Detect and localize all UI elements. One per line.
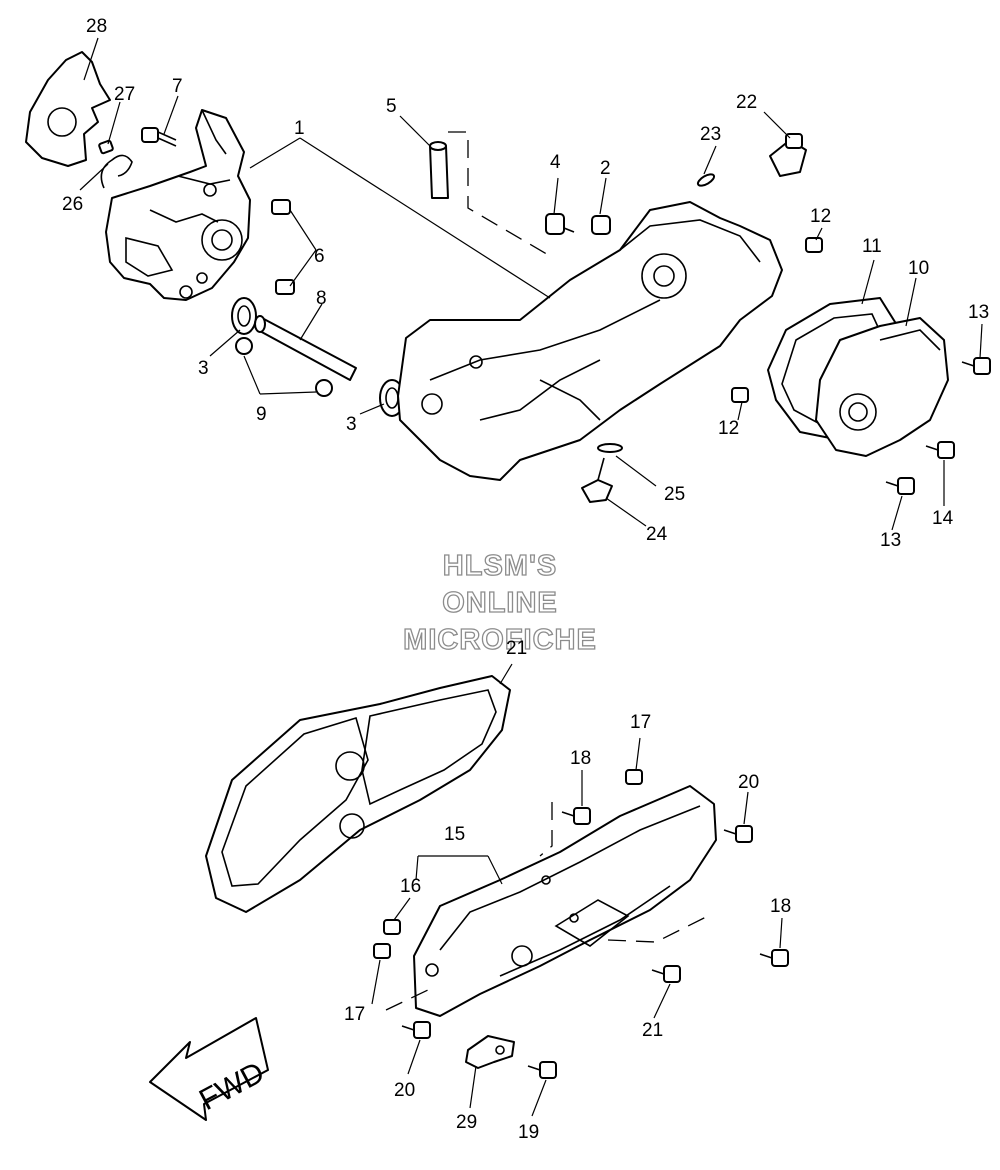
callout-numbers: 28 27 7 26 1 5 4 2 6 8 3 9 3 22 23 12 11… bbox=[62, 16, 989, 1143]
watermark-line-2: ONLINE bbox=[442, 587, 558, 619]
shaft-part-8 bbox=[254, 315, 357, 381]
watermark-line-1: HLSM'S bbox=[443, 550, 557, 582]
bolt-part-18-top bbox=[561, 807, 591, 825]
bolt-part-19 bbox=[527, 1061, 557, 1079]
callout-3-right: 3 bbox=[346, 414, 357, 435]
assembly-line-lower-left bbox=[539, 802, 553, 857]
bolt-part-14 bbox=[925, 441, 955, 459]
callout-18-top: 18 bbox=[570, 748, 591, 769]
callout-13-bottom: 13 bbox=[880, 530, 901, 551]
bolt-part-18-right bbox=[759, 949, 789, 967]
callout-11: 11 bbox=[862, 236, 882, 257]
callout-29: 29 bbox=[456, 1112, 477, 1133]
callout-4: 4 bbox=[550, 152, 561, 173]
bracket-part-29 bbox=[465, 1035, 515, 1069]
callout-19: 19 bbox=[518, 1122, 539, 1143]
cover-part-10 bbox=[815, 317, 949, 457]
collar-part-2 bbox=[591, 215, 611, 235]
assembly-line-lower-right bbox=[607, 913, 713, 943]
callout-5: 5 bbox=[386, 96, 397, 117]
callout-9: 9 bbox=[256, 404, 267, 425]
callout-6: 6 bbox=[314, 246, 325, 267]
assembly-line-5 bbox=[448, 131, 551, 257]
callout-22: 22 bbox=[736, 92, 757, 113]
callout-28: 28 bbox=[86, 16, 107, 37]
callout-3-left: 3 bbox=[198, 358, 209, 379]
bolt-part-13-top bbox=[961, 357, 991, 375]
watermark-line-3: MICROFICHE bbox=[403, 624, 597, 656]
callout-17-top: 17 bbox=[630, 712, 651, 733]
callout-13-top: 13 bbox=[968, 302, 989, 323]
callout-23: 23 bbox=[700, 124, 721, 145]
gasket-part-21 bbox=[205, 675, 511, 913]
plug-bolt-part-22 bbox=[769, 133, 807, 177]
bolt-part-21-small bbox=[651, 965, 681, 983]
dowel-part-12-top bbox=[805, 237, 823, 253]
clip-part-26 bbox=[100, 154, 133, 189]
callout-17-left: 17 bbox=[344, 1004, 365, 1025]
pin-part-5 bbox=[429, 141, 449, 199]
watermark: HLSM'S ONLINE MICROFICHE bbox=[403, 549, 597, 656]
dowel-part-17-left bbox=[373, 943, 391, 959]
bolt-part-7 bbox=[141, 127, 177, 147]
callout-20-bottom: 20 bbox=[394, 1080, 415, 1101]
dowel-part-17-top bbox=[625, 769, 643, 785]
callout-2: 2 bbox=[600, 158, 611, 179]
callout-16: 16 bbox=[400, 876, 421, 897]
callout-27: 27 bbox=[114, 84, 135, 105]
callout-24: 24 bbox=[646, 524, 668, 545]
callout-26: 26 bbox=[62, 194, 83, 215]
callout-21-bottom: 21 bbox=[642, 1020, 663, 1041]
callout-25: 25 bbox=[664, 484, 685, 505]
bolt-part-13-bottom bbox=[885, 477, 915, 495]
callout-15: 15 bbox=[444, 824, 465, 845]
left-crankcase-half bbox=[105, 109, 251, 301]
cover-part-15 bbox=[413, 785, 717, 1017]
dowel-part-16 bbox=[383, 919, 401, 935]
plate-part-28 bbox=[25, 51, 111, 167]
dowel-part-6 bbox=[271, 199, 295, 295]
fitting-part-4 bbox=[545, 213, 575, 235]
callout-7: 7 bbox=[172, 76, 183, 97]
screw-part-27 bbox=[98, 139, 114, 155]
callout-10: 10 bbox=[908, 258, 929, 279]
assembly-line-17 bbox=[385, 989, 429, 1011]
forward-direction-arrow: FWD bbox=[149, 1017, 270, 1121]
callout-14: 14 bbox=[932, 508, 954, 529]
dowel-part-12-bottom bbox=[731, 387, 749, 403]
oring-part-23 bbox=[696, 173, 716, 187]
bolt-part-20-bottom bbox=[401, 1021, 431, 1039]
callout-1: 1 bbox=[294, 118, 305, 139]
bolt-part-20-right bbox=[723, 825, 753, 843]
plug-part-9 bbox=[235, 337, 333, 397]
oring-part-25 bbox=[597, 443, 623, 453]
lower-leader-lines bbox=[371, 663, 783, 1117]
callout-21-top: 21 bbox=[506, 638, 527, 659]
callout-8: 8 bbox=[316, 288, 327, 309]
upper-leader-lines bbox=[79, 37, 983, 531]
bolt-part-24 bbox=[581, 457, 613, 503]
main-crankcase-body bbox=[397, 201, 783, 481]
callout-12-bottom: 12 bbox=[718, 418, 739, 439]
callout-12-top: 12 bbox=[810, 206, 831, 227]
callout-18-right: 18 bbox=[770, 896, 791, 917]
bearing-part-3-left bbox=[231, 297, 257, 335]
callout-20-right: 20 bbox=[738, 772, 759, 793]
